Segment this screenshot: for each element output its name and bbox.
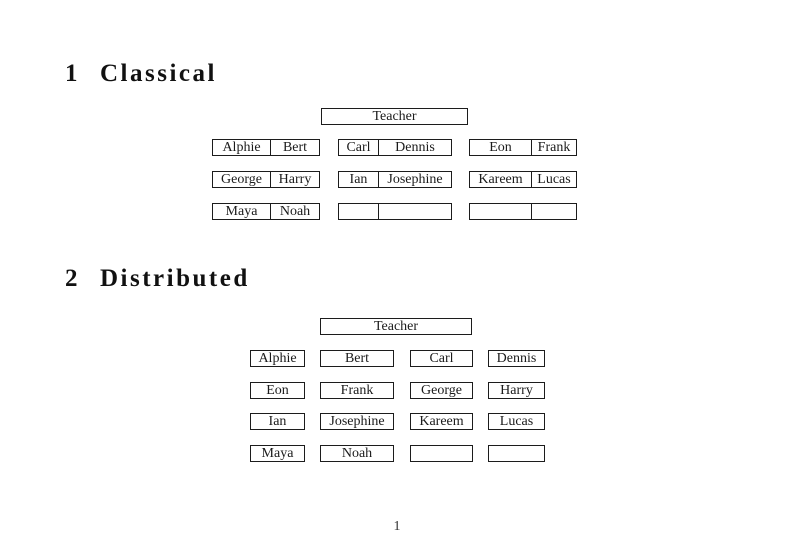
- page-number: 1: [393, 519, 401, 534]
- distributed-seat-2-0: Ian: [250, 413, 305, 430]
- classical-desk-0-1: Carl Dennis: [338, 139, 452, 156]
- seat: Bert: [270, 140, 319, 155]
- section-heading-classical: 1 Classical: [65, 61, 217, 86]
- classical-desk-2-2: [469, 203, 577, 220]
- seat: Eon: [489, 140, 512, 155]
- seat: Alphie: [222, 140, 261, 155]
- distributed-seat-0-2: Carl: [410, 350, 473, 367]
- seat: [378, 204, 451, 219]
- classical-desk-1-2: Kareem Lucas: [469, 171, 577, 188]
- distributed-seat-1-3: Harry: [488, 382, 545, 399]
- section-number: 2: [65, 265, 80, 292]
- distributed-seat-0-0: Alphie: [250, 350, 305, 367]
- teacher-label: Teacher: [372, 109, 417, 124]
- distributed-seat-3-0: Maya: [250, 445, 305, 462]
- distributed-seat-2-1: Josephine: [320, 413, 394, 430]
- classical-desk-0-0: Alphie Bert: [212, 139, 320, 156]
- distributed-seat-3-2: [410, 445, 473, 462]
- seat: Noah: [270, 204, 319, 219]
- distributed-seat-1-2: George: [410, 382, 473, 399]
- seat: Dennis: [378, 140, 451, 155]
- seat: [470, 204, 531, 219]
- seat: Josephine: [378, 172, 451, 187]
- seat: George: [221, 172, 262, 187]
- classical-desk-0-2: Eon Frank: [469, 139, 577, 156]
- classical-desk-2-0: Maya Noah: [212, 203, 320, 220]
- teacher-label: Teacher: [373, 319, 419, 334]
- distributed-seat-3-1: Noah: [320, 445, 394, 462]
- seat: [531, 204, 576, 219]
- distributed-seat-0-3: Dennis: [488, 350, 545, 367]
- distributed-teacher-box: Teacher: [320, 318, 472, 335]
- seat: Kareem: [478, 172, 523, 187]
- classical-desk-1-1: Ian Josephine: [338, 171, 452, 188]
- distributed-seat-2-2: Kareem: [410, 413, 473, 430]
- seat: Carl: [346, 140, 371, 155]
- seat: Frank: [531, 140, 576, 155]
- seat: [339, 204, 378, 219]
- seat: Lucas: [531, 172, 576, 187]
- section-heading-distributed: 2 Distributed: [65, 266, 250, 291]
- distributed-seat-1-0: Eon: [250, 382, 305, 399]
- section-number: 1: [65, 60, 80, 87]
- seat: Harry: [270, 172, 319, 187]
- section-title: Distributed: [100, 265, 250, 292]
- distributed-seat-1-1: Frank: [320, 382, 394, 399]
- seat: Ian: [349, 172, 368, 187]
- classical-teacher-box: Teacher: [321, 108, 468, 125]
- classical-desk-1-0: George Harry: [212, 171, 320, 188]
- distributed-seat-0-1: Bert: [320, 350, 394, 367]
- distributed-seat-3-3: [488, 445, 545, 462]
- classical-desk-2-1: [338, 203, 452, 220]
- section-title: Classical: [100, 60, 217, 87]
- seat: Maya: [225, 204, 258, 219]
- distributed-seat-2-3: Lucas: [488, 413, 545, 430]
